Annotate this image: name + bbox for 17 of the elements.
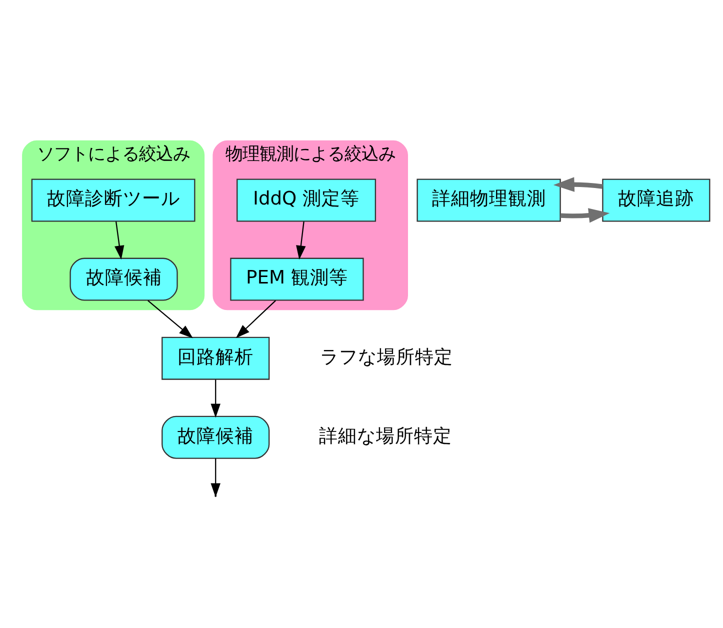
label: ラフな場所特定	[320, 346, 453, 368]
label: 詳細な場所特定	[318, 426, 452, 447]
node-box: 故障候補	[70, 258, 178, 301]
arrow	[553, 177, 603, 192]
arrow	[236, 300, 276, 338]
arrow	[210, 380, 220, 418]
arrow	[560, 208, 610, 223]
arrow	[296, 221, 306, 260]
node-box: PEM 観測等	[230, 258, 364, 301]
node-box: 故障診断ツール	[31, 178, 196, 222]
node-box: 回路解析	[162, 336, 270, 380]
node-box: 詳細物理観測	[416, 178, 561, 222]
node-box: 故障候補	[162, 416, 270, 459]
node-box: 故障追跡	[602, 178, 710, 222]
node-box: IddQ 測定等	[236, 178, 376, 222]
arrow	[114, 221, 124, 260]
arrow	[148, 300, 193, 338]
